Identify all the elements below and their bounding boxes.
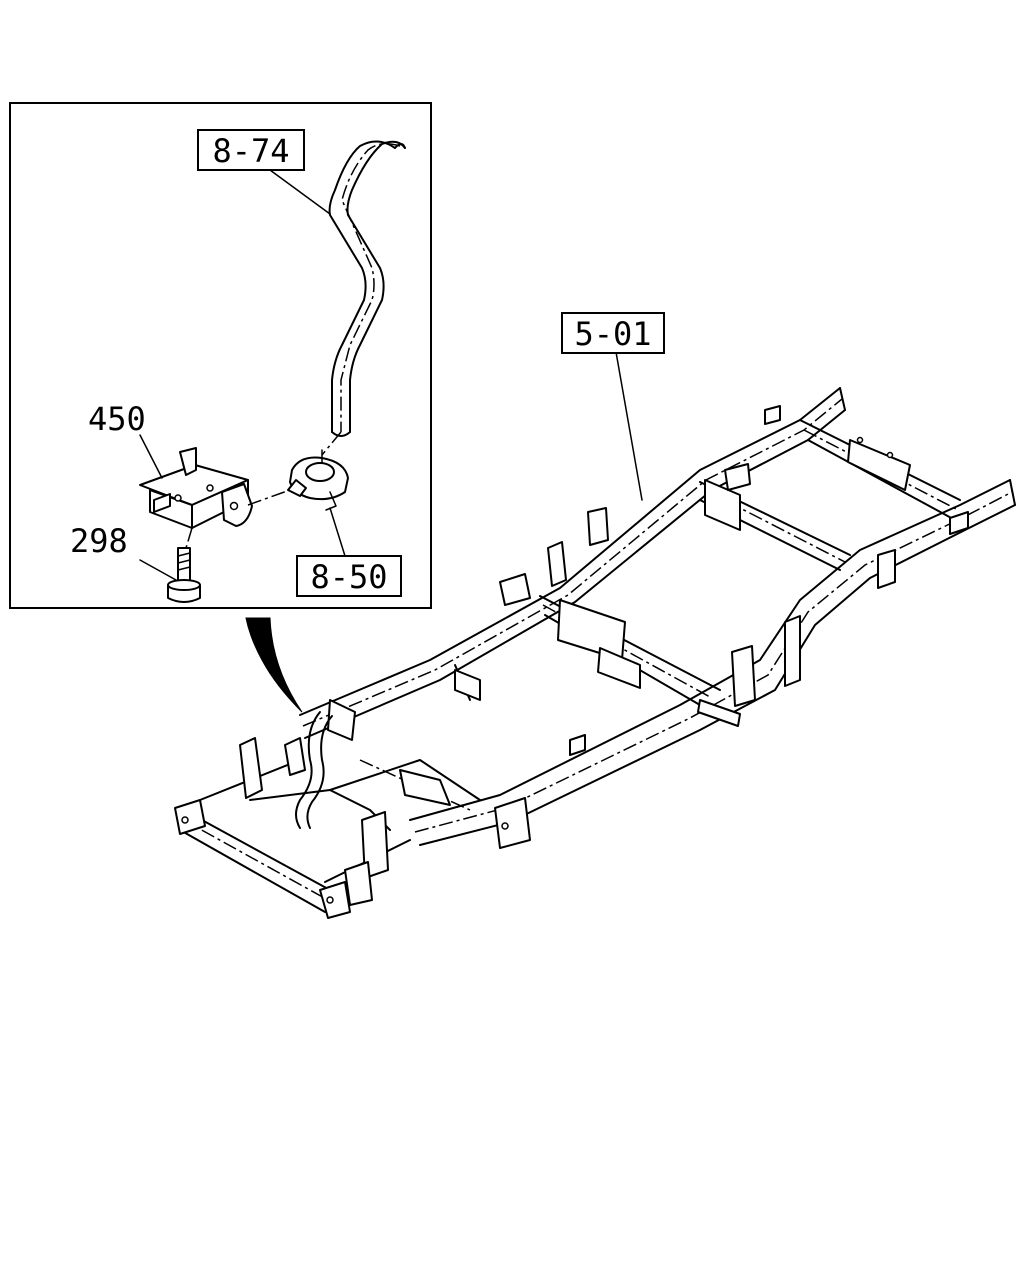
callout-5-01: 5-01 — [561, 312, 665, 354]
callout-298: 298 — [70, 522, 128, 560]
bracket-to-bolt-line — [185, 527, 193, 549]
leader-8-50 — [329, 507, 346, 557]
leader-8-74 — [269, 169, 331, 215]
callout-label: 8-50 — [310, 558, 387, 596]
hose-part — [328, 140, 406, 437]
callout-8-74: 8-74 — [197, 129, 305, 171]
callout-label: 5-01 — [574, 315, 651, 353]
bracket-to-clip-line — [247, 489, 291, 506]
leader-5-01 — [615, 351, 643, 501]
leader-450 — [139, 434, 163, 479]
leader-298 — [139, 559, 177, 581]
detail-inset: 8-74 8-50 450 298 — [9, 102, 432, 609]
callout-8-50: 8-50 — [296, 555, 402, 597]
bolt-part — [167, 547, 201, 603]
callout-label: 8-74 — [212, 132, 289, 170]
chassis-frame — [174, 387, 1016, 919]
hose-clip-part — [287, 449, 349, 511]
callout-450: 450 — [88, 400, 146, 438]
detail-pointer-arrow — [245, 617, 303, 713]
hose-to-clip-line — [321, 431, 342, 456]
inset-frame — [9, 102, 432, 609]
